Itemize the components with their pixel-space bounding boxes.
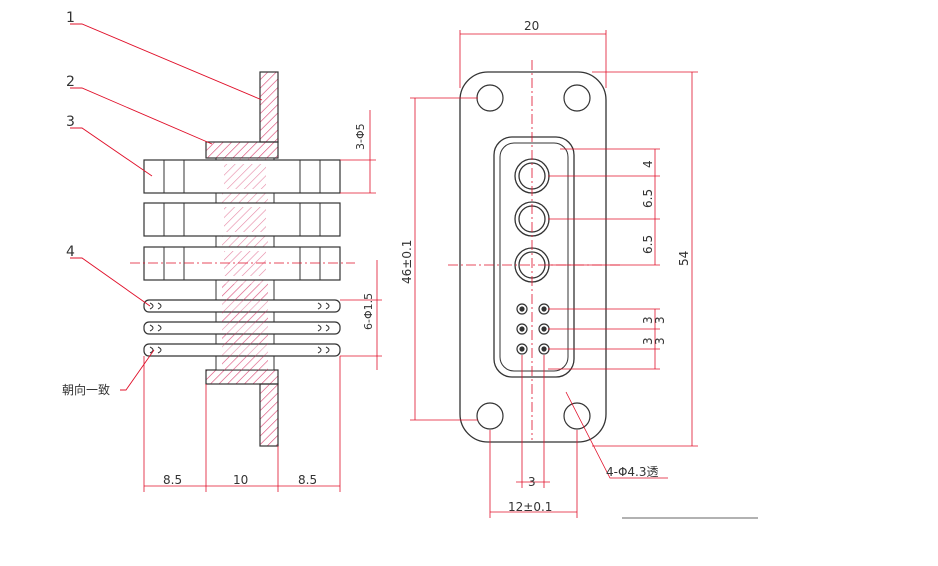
callout-3: 3 (66, 114, 75, 130)
dim-small-pitch-b: 3 (653, 316, 667, 324)
orientation-note: 朝向一致 (62, 382, 110, 397)
dim-pitch-a: 4 (641, 160, 655, 168)
callout-4: 4 (66, 244, 75, 260)
dim-pitch-b: 6.5 (641, 189, 655, 208)
side-dims-bottom (143, 356, 341, 492)
callout-2: 2 (66, 74, 75, 90)
dim-bottom-width: 12±0.1 (508, 500, 552, 514)
dim-left: 8.5 (163, 473, 182, 487)
dim-small-pitch-a: 3 (641, 316, 655, 324)
dim-small-pitch-c: 3 (641, 337, 655, 345)
flange (205, 71, 279, 447)
side-view: 1 2 3 4 朝向一致 3-Φ5 6-Φ1.5 8.5 10 8.5 (62, 10, 382, 492)
small-contact-holes (516, 303, 550, 355)
dim-bottom-small: 3 (528, 475, 536, 489)
front-view: 20 54 46±0.1 4 6.5 6.5 3 3 3 3 3 12±0.1 … (400, 19, 758, 519)
dim-small-pitch-d: 3 (653, 337, 667, 345)
center-lines (448, 60, 620, 440)
dim-height: 54 (677, 251, 691, 266)
dim-hole-spacing: 46±0.1 (400, 240, 414, 284)
front-dims (410, 30, 758, 519)
mount-hole-spec: 4-Φ4.3透 (606, 465, 659, 479)
pin-spec: 6-Φ1.5 (362, 293, 375, 330)
bore-spec: 3-Φ5 (354, 123, 367, 150)
callout-leaders (70, 23, 263, 391)
dim-right: 8.5 (298, 473, 317, 487)
side-dims-right (340, 110, 382, 370)
callout-labels: 1 2 3 4 (66, 10, 75, 260)
small-pins (143, 284, 341, 370)
dim-pitch-c: 6.5 (641, 235, 655, 254)
large-contacts (130, 159, 355, 281)
dim-width: 20 (524, 19, 539, 33)
callout-1: 1 (66, 10, 75, 26)
mount-holes (476, 84, 591, 430)
dim-center: 10 (233, 473, 248, 487)
